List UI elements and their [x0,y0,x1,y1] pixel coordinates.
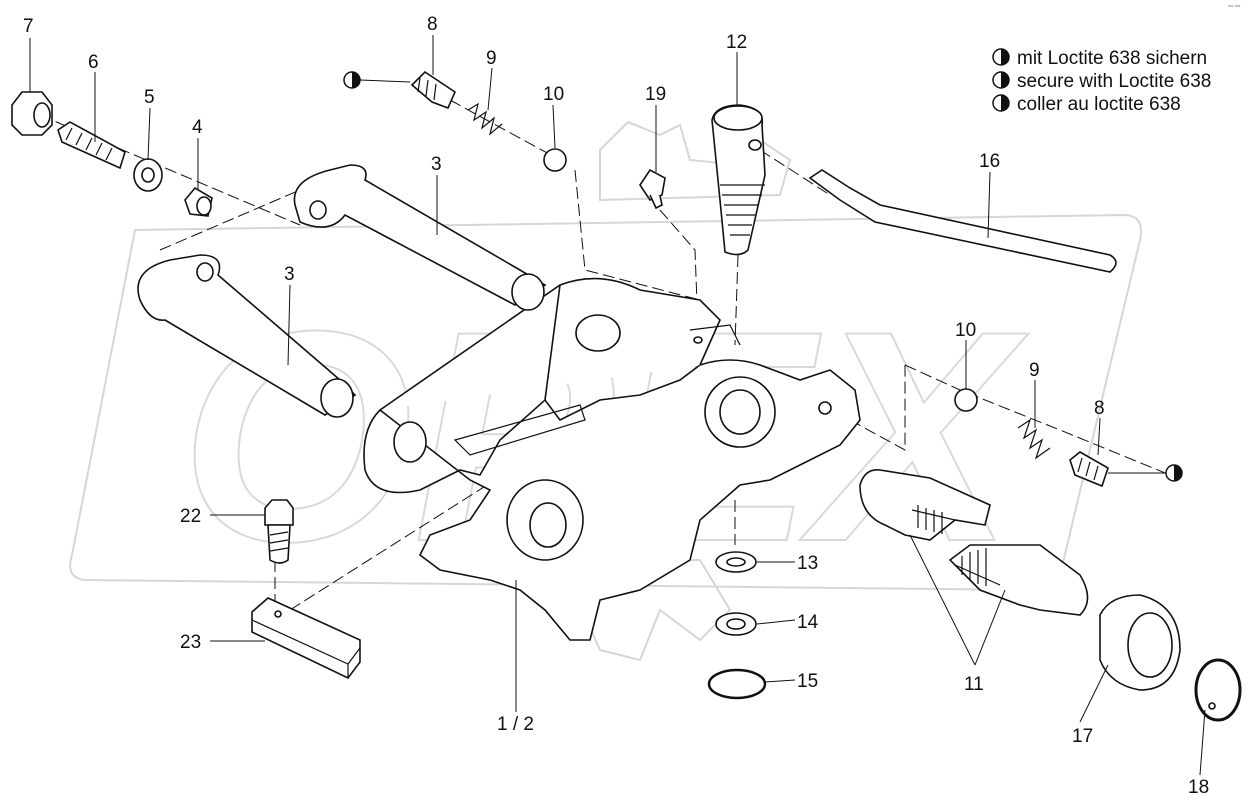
label-13: 13 [797,553,818,574]
legend-half-circle-icon [992,71,1010,89]
label-4: 4 [192,117,203,138]
part-8-set-screw-right [1069,451,1109,488]
label-5: 5 [144,87,155,108]
label-15: 15 [797,671,818,692]
label-7: 7 [23,16,34,37]
label-22: 22 [180,506,201,527]
part-3-pin-lower [137,254,357,418]
part-10-ball-top [543,148,567,172]
part-3-pin-upper [293,164,547,311]
label-3-lower: 3 [284,264,295,285]
label-17: 17 [1072,726,1093,747]
legend-half-circle-icon [992,48,1010,66]
legend-line-de: mit Loctite 638 sichern [1017,48,1207,69]
label-16: 16 [979,151,1000,172]
part-17-bushing [1099,594,1181,691]
label-11: 11 [964,674,984,695]
part-14-washer [715,612,757,636]
part-23-block [251,597,361,680]
part-5-washer [133,158,163,192]
label-6: 6 [88,52,99,73]
leader-lines [29,35,1206,776]
label-10-top: 10 [543,84,564,105]
label-8-right: 8 [1094,398,1105,419]
part-22-bolt [264,499,294,564]
part-12-splined-shaft [711,104,766,256]
label-23: 23 [180,632,201,653]
part-10-ball-right [954,388,978,412]
part-9-spring-right [1017,418,1051,460]
label-18: 18 [1188,777,1209,798]
part-6-threaded-stud [57,121,126,170]
label-8-top: 8 [427,14,438,35]
part-18-snap-ring [1194,658,1242,722]
label-1-2: 1 / 2 [497,714,534,735]
legend-line-fr: coller au loctite 638 [1017,94,1181,115]
part-number-labels: 7 6 5 4 8 9 10 19 12 16 3 3 10 9 8 22 23… [23,14,1209,798]
label-9-right: 9 [1029,360,1040,381]
part-13-washer [715,551,757,573]
loctite-icon-top [343,71,411,89]
part-4-bushing [184,186,213,217]
corner-code: ᵃᵇᶜ ᵇᵃˢ [1228,4,1241,10]
legend-half-circle-icon [992,94,1010,112]
legend: mit Loctite 638 sichern secure with Loct… [992,48,1211,115]
label-10-right: 10 [955,320,976,341]
part-19-grease-nipple [639,168,666,210]
label-19: 19 [645,84,666,105]
part-16-lever-rod [808,169,1117,273]
part-9-spring-top [467,102,503,136]
part-8-set-screw-top [410,70,457,110]
part-1-2-coupler-body [363,277,861,641]
part-11-locking-wedges [859,468,1089,616]
label-9-top: 9 [486,48,497,69]
legend-line-en: secure with Loctite 638 [1017,71,1211,92]
loctite-icon-right [1108,464,1183,482]
label-3-upper: 3 [431,154,442,175]
part-7-nut [11,91,53,136]
part-15-circlip [707,668,767,700]
label-12: 12 [726,32,747,53]
label-14: 14 [797,612,819,633]
